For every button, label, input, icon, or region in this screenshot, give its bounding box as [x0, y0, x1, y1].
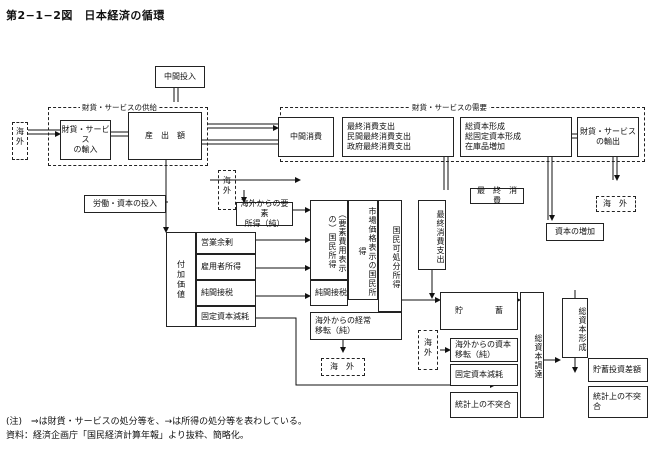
- overseas-mid-box: [218, 170, 236, 210]
- operating-surplus-box: 営業余剰: [196, 232, 256, 254]
- saving-box: 貯 蓄: [440, 292, 518, 330]
- supply-group-label: 財貨・サービスの供給: [80, 102, 159, 113]
- intermediate-consumption-box: 中間消費: [278, 117, 334, 157]
- overseas-small-label: 海 外: [424, 338, 432, 357]
- national-income-market-box: 市場価格表示の国民所得: [348, 200, 378, 300]
- output-box: 産 出 額: [128, 112, 202, 160]
- page-title: 第2−1−2図 日本経済の循環: [6, 9, 165, 22]
- depreciation2-box: 固定資本減耗: [450, 364, 518, 386]
- final-expenditure-box: 最終消費支出: [418, 200, 446, 270]
- disposable-income-box: 国民可処分所得: [378, 200, 402, 312]
- capital-finance-box: 総資本調達: [520, 292, 544, 418]
- employee-compensation-box: 雇用者所得: [196, 254, 256, 280]
- overseas-small-box: [418, 330, 438, 370]
- overseas-bottom-box: [321, 358, 365, 376]
- final-consumption-total-box: 最 終 消 費: [470, 186, 524, 205]
- overseas-right-label: 海 外: [603, 199, 627, 208]
- note-line-2: 資料：経済企画庁「国民経済計算年報」より抜粋、簡略化。: [6, 431, 249, 441]
- net-lending-box: 貯蓄投資差額: [588, 358, 648, 382]
- current-transfers-box: 海外からの経常 移転（純）: [310, 312, 402, 340]
- indirect-tax-box: 純間接税: [196, 280, 256, 306]
- discrepancy2-box: 統計上の不突合: [588, 386, 648, 418]
- note-line-1: (注) ⇒は財貨・サービスの処分等を、→は所得の処分等を表わしている。: [6, 417, 307, 427]
- overseas-bottom-label: 海 外: [330, 362, 354, 371]
- capital-formation2-box: 総資本形成: [562, 298, 588, 358]
- factor-income-box: 海外からの要素 所得（純）: [236, 199, 293, 228]
- demand-group-label: 財貨・サービスの需要: [410, 102, 489, 113]
- labor-capital-input-box: 労働・資本の投入: [84, 195, 166, 213]
- exports-box: 財貨・サービス の輸出: [577, 117, 639, 157]
- imports-box: 財貨・サービス の輸入: [60, 120, 111, 160]
- final-consumption-box: 最終消費支出 民間最終消費支出 政府最終消費支出: [342, 117, 454, 157]
- intermediate-input-box: 中間投入: [155, 66, 205, 88]
- overseas-mid-label: 海 外: [223, 176, 231, 195]
- capital-transfers-box: 海外からの資本 移転（純）: [450, 338, 518, 362]
- national-income-factor-box: （要素費用表示の）国民所得: [310, 200, 348, 280]
- capital-formation-box: 総資本形成 総固定資本形成 在庫品増加: [460, 117, 572, 157]
- value-added-box: 付 加 価 値: [166, 232, 196, 327]
- overseas-right-box: [596, 196, 636, 212]
- overseas-left-box: [12, 122, 28, 160]
- depreciation-box: 固定資本減耗: [196, 306, 256, 327]
- capital-increase-box: 資本の増加: [546, 223, 604, 241]
- discrepancy-box: 統計上の不突合: [450, 392, 518, 418]
- indirect-tax-net-box: 純間接税: [310, 280, 348, 306]
- overseas-left-label: 海 外: [16, 127, 24, 146]
